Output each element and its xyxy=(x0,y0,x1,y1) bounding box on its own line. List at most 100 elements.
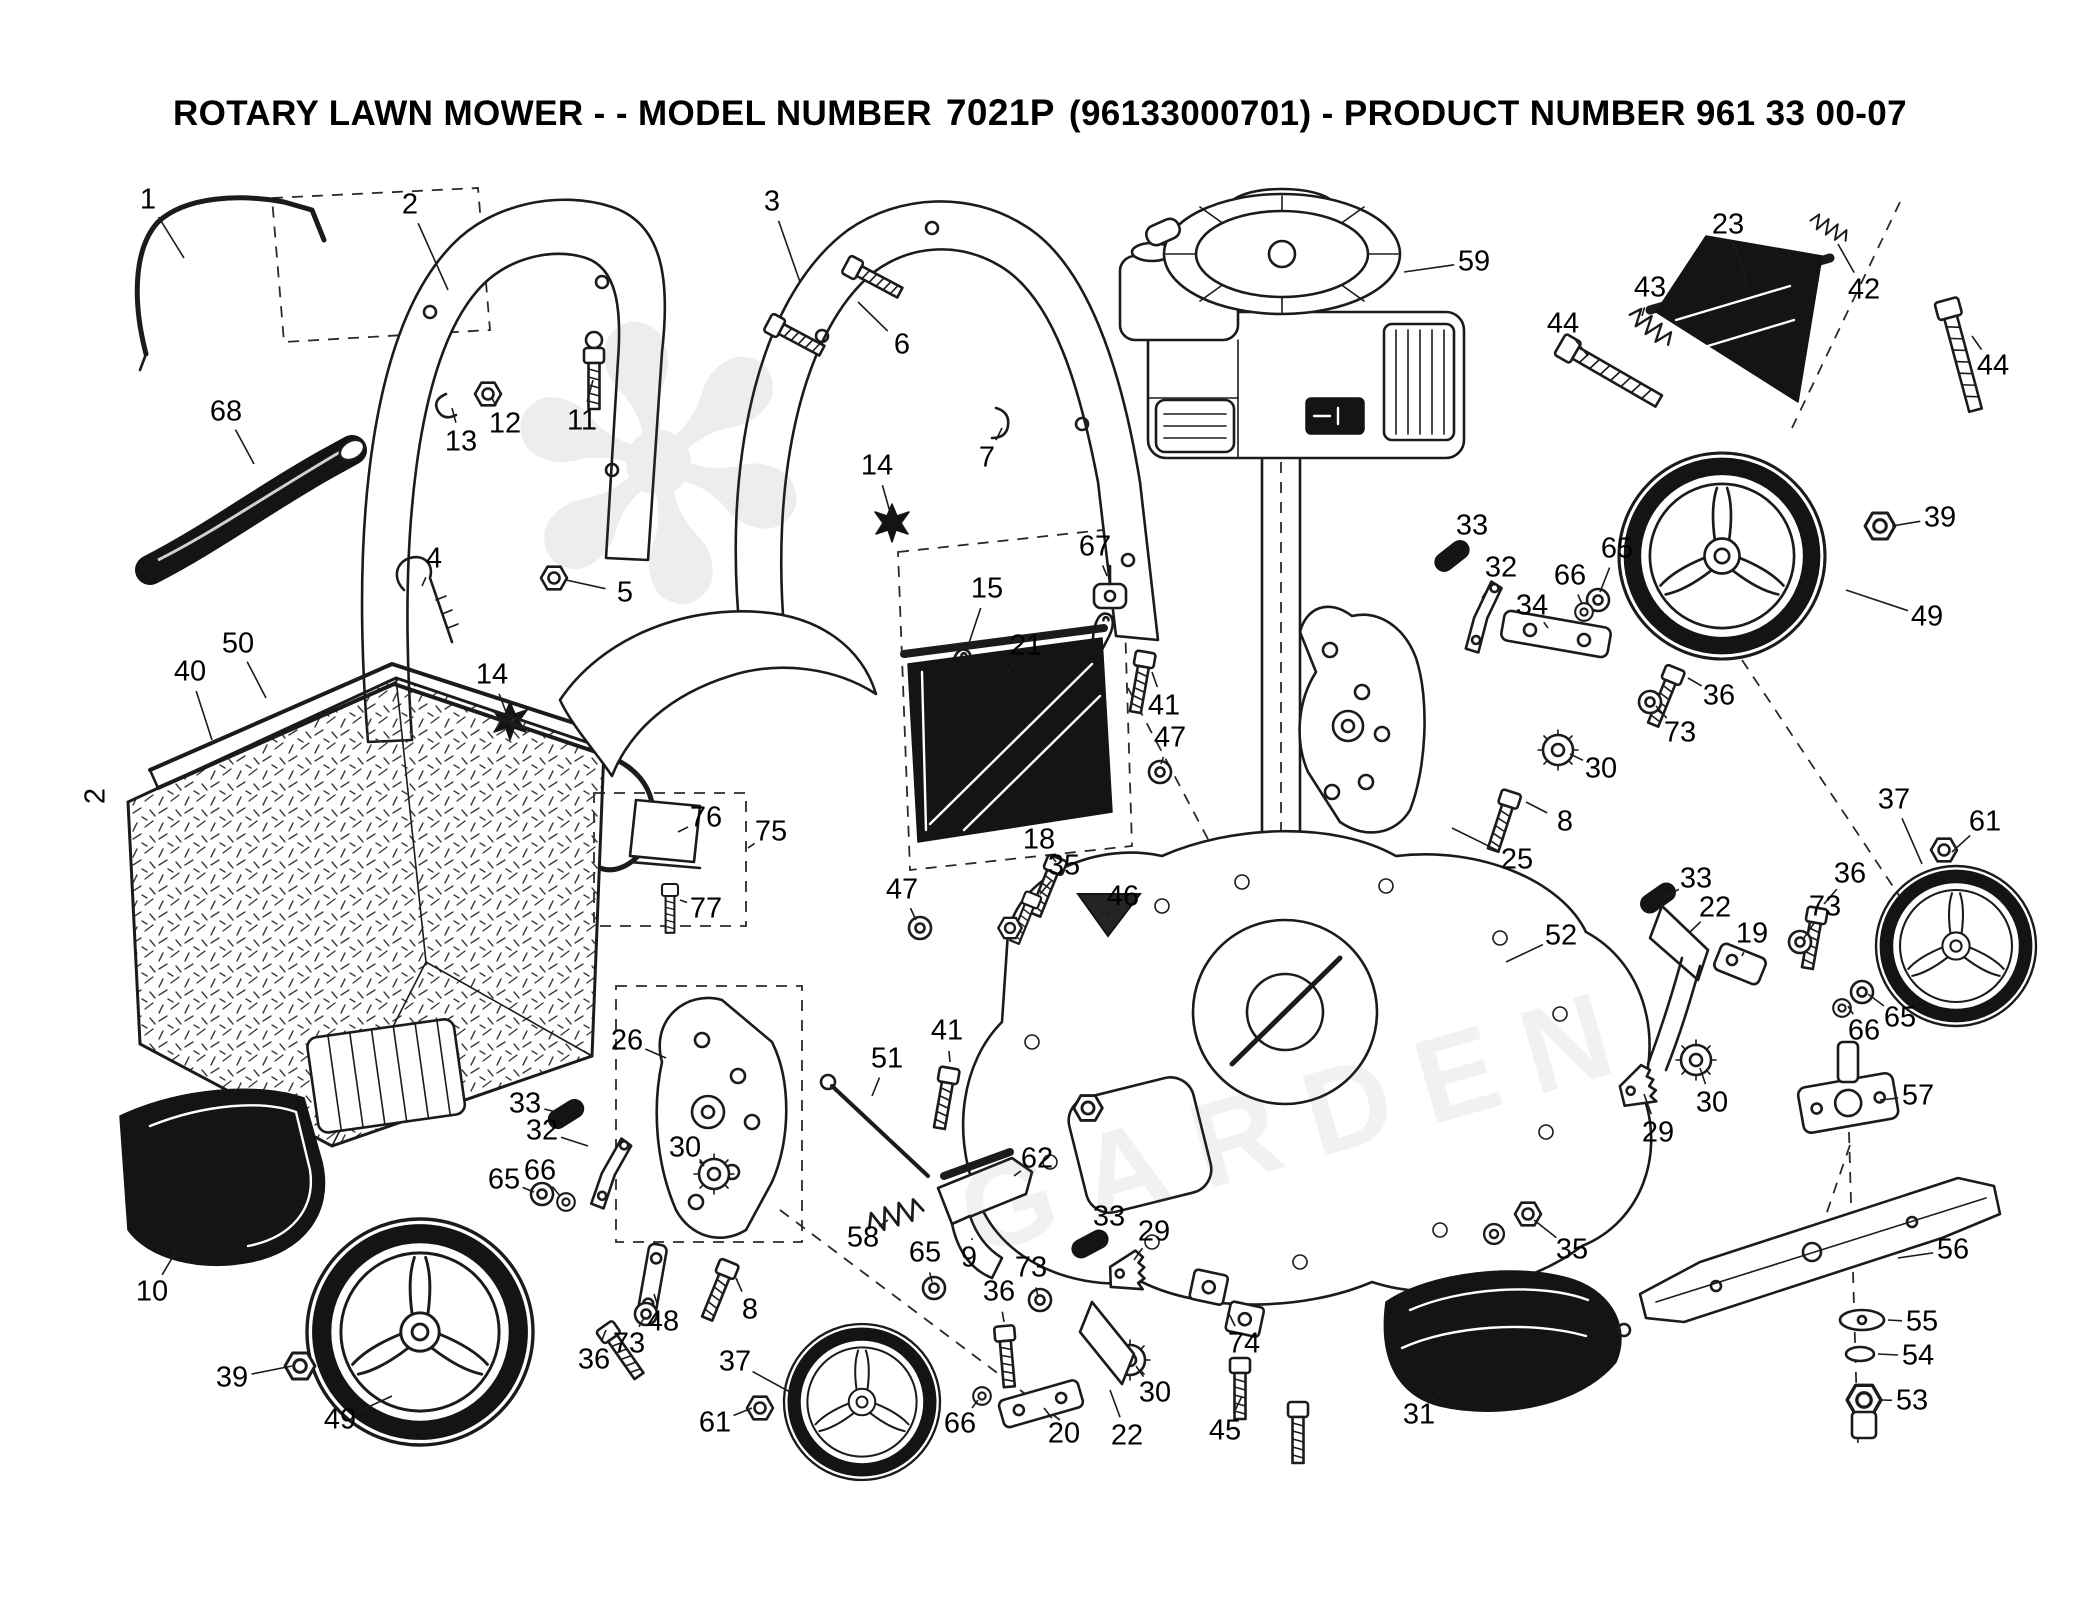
j-bolt-4 xyxy=(395,555,454,644)
part-callout-35: 35 xyxy=(1047,849,1081,882)
part-callout-66: 66 xyxy=(943,1407,977,1440)
part-callout-49: 49 xyxy=(323,1403,357,1436)
part-callout-48: 48 xyxy=(646,1305,680,1338)
part-callout-8: 8 xyxy=(741,1293,759,1326)
part-callout-36: 36 xyxy=(982,1275,1016,1308)
part-callout-29: 29 xyxy=(1641,1116,1675,1149)
part-callout-22: 22 xyxy=(1110,1419,1144,1452)
washer-54 xyxy=(1844,1345,1876,1363)
mulch-cover-10-drawing xyxy=(119,1088,326,1266)
part-callout-65: 65 xyxy=(487,1163,521,1196)
part-callout-66: 66 xyxy=(523,1154,557,1187)
part-callout-14: 14 xyxy=(475,658,509,691)
handle-bracket-25-drawing xyxy=(1298,605,1426,834)
part-callout-56: 56 xyxy=(1936,1233,1970,1266)
engagement-rod-drawing xyxy=(819,1064,1034,1280)
bracket-19 xyxy=(1713,942,1767,986)
part-callout-49: 49 xyxy=(1910,600,1944,633)
part-callout-18: 18 xyxy=(1022,823,1056,856)
part-callout-9: 9 xyxy=(960,1241,978,1274)
part-callout-58: 58 xyxy=(846,1221,880,1254)
part-callout-22: 22 xyxy=(1698,891,1732,924)
part-callout-33: 33 xyxy=(508,1087,542,1120)
support-bracket-75-drawing xyxy=(558,610,878,934)
part-callout-39: 39 xyxy=(215,1361,249,1394)
part-callout-29: 29 xyxy=(1137,1215,1171,1248)
part-callout-67: 67 xyxy=(1078,530,1112,563)
part-callout-62: 62 xyxy=(1020,1142,1054,1175)
arm-9 xyxy=(950,1214,1004,1280)
part-callout-39: 39 xyxy=(1923,501,1957,534)
part-callout-36: 36 xyxy=(577,1343,611,1376)
part-callout-50: 50 xyxy=(221,627,255,660)
part-callout-31: 31 xyxy=(1402,1398,1436,1431)
part-callout-74: 74 xyxy=(1227,1327,1261,1360)
part-callout-51: 51 xyxy=(870,1042,904,1075)
part-callout-73: 73 xyxy=(612,1327,646,1360)
brac-76 xyxy=(628,798,702,864)
part-callout-30: 30 xyxy=(1138,1376,1172,1409)
adjuster-bottom-drawing xyxy=(921,1201,1543,1465)
part-callout-34: 34 xyxy=(1515,589,1549,622)
part-callout-54: 54 xyxy=(1901,1339,1935,1372)
adjuster-right-top-drawing xyxy=(1430,536,1687,855)
part-callout-4: 4 xyxy=(425,542,443,575)
part-callout-12: 12 xyxy=(488,407,522,440)
title-model-number: 7021P xyxy=(945,92,1055,133)
part-callout-45: 45 xyxy=(1208,1414,1242,1447)
part-callout-73: 73 xyxy=(1663,716,1697,749)
part-callout-33: 33 xyxy=(1092,1200,1126,1233)
lever-22 xyxy=(1078,1300,1136,1386)
part-callout-35: 35 xyxy=(1555,1233,1589,1266)
part-callout-37: 37 xyxy=(718,1345,752,1378)
rear-door-21-drawing xyxy=(900,624,1113,843)
part-callout-1: 1 xyxy=(139,183,157,216)
part-callout-19: 19 xyxy=(1735,917,1769,950)
part-callout-47: 47 xyxy=(885,873,919,906)
handle-grip-68 xyxy=(135,435,367,585)
part-callout-46: 46 xyxy=(1106,880,1140,913)
part-callout-43: 43 xyxy=(1633,271,1667,304)
deck-drawing xyxy=(961,829,1653,1306)
part-callout-41: 41 xyxy=(1147,689,1181,722)
part-callout-5: 5 xyxy=(616,576,634,609)
part-callout-53: 53 xyxy=(1895,1384,1929,1417)
part-callout-66: 66 xyxy=(1847,1014,1881,1047)
part-callout-68: 68 xyxy=(209,395,243,428)
part-callout-25: 25 xyxy=(1500,843,1534,876)
title-prefix: ROTARY LAWN MOWER - - MODEL NUMBER xyxy=(172,94,932,133)
deflector-31-drawing xyxy=(1383,1270,1632,1412)
part-callout-30: 30 xyxy=(668,1131,702,1164)
part-callout-66: 66 xyxy=(1553,559,1587,592)
part-callout-32: 32 xyxy=(525,1114,559,1147)
part-callout-44: 44 xyxy=(1976,349,2010,382)
part-callout-33: 33 xyxy=(1679,862,1713,895)
handle-bracket-26-drawing xyxy=(655,996,788,1239)
part-callout-76: 76 xyxy=(689,801,723,834)
rod-51 xyxy=(830,1084,930,1178)
part-callout-57: 57 xyxy=(1901,1079,1935,1112)
part-callout-20: 20 xyxy=(1047,1417,1081,1450)
adjuster-left-drawing xyxy=(529,1095,741,1384)
part-callout-30: 30 xyxy=(1695,1086,1729,1119)
handle-lower-drawing xyxy=(734,200,1160,691)
part-callout-47: 47 xyxy=(1153,721,1187,754)
part-callout-32: 32 xyxy=(1484,551,1518,584)
part-callout-2: 2 xyxy=(401,188,419,221)
part-callout-26: 26 xyxy=(610,1024,644,1057)
part-callout-33: 33 xyxy=(1455,509,1489,542)
part-callout-73: 73 xyxy=(1808,890,1842,923)
part-callout-15: 15 xyxy=(970,572,1004,605)
square-washer-74 xyxy=(1188,1268,1230,1306)
part-callout-21: 21 xyxy=(1009,629,1043,662)
washer-55 xyxy=(1838,1308,1886,1332)
part-callout-40: 40 xyxy=(173,655,207,688)
part-callout-65: 65 xyxy=(1600,532,1634,565)
part-callout-75: 75 xyxy=(754,815,788,848)
part-callout-7: 7 xyxy=(978,441,996,474)
starter-handle xyxy=(1144,217,1182,247)
handle-upper-drawing xyxy=(134,195,667,744)
